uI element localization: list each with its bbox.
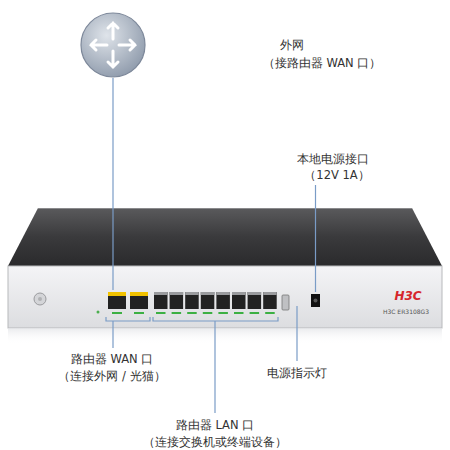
router-arrow <box>119 40 135 50</box>
port-led <box>265 312 275 314</box>
port <box>263 292 277 309</box>
device-front <box>8 266 442 328</box>
text-slot: 路由器 WAN 口 <box>71 352 154 366</box>
text-slot: 电源指示灯 <box>267 366 327 380</box>
port-led <box>250 312 260 314</box>
port-tag <box>108 292 126 296</box>
leader-line <box>315 185 316 292</box>
router-disc <box>81 13 145 77</box>
node-note: （接路由器 WAN 口） <box>263 56 382 70</box>
text-slot: （连接交换机或终端设备） <box>143 435 287 449</box>
wan-ports <box>108 292 148 314</box>
port-tag <box>263 292 277 295</box>
port-led <box>203 312 213 314</box>
port-tag <box>216 292 230 295</box>
bracket <box>106 317 150 321</box>
model-name: H3C ER3108G3 <box>383 308 429 316</box>
text-slot: （连接外网 / 光猫） <box>58 369 165 383</box>
port-tag <box>248 292 262 295</box>
port <box>170 292 184 309</box>
node-heading: 外网 <box>280 38 304 52</box>
port-led <box>187 312 197 314</box>
callout-label: 本地电源接口 <box>297 152 369 166</box>
port <box>216 292 230 309</box>
router-arrow <box>108 51 118 67</box>
port-tag <box>185 292 199 295</box>
leader-line <box>214 321 215 413</box>
callout-label: 路由器 WAN 口 <box>71 352 154 366</box>
lan-ports <box>154 292 277 314</box>
usb-port <box>282 295 289 310</box>
port <box>201 292 215 309</box>
port-tag <box>232 292 246 295</box>
device-edge <box>38 208 412 209</box>
screw <box>34 293 46 305</box>
led <box>97 311 100 314</box>
port-tag <box>170 292 184 295</box>
text-slot: 路由器 LAN 口 <box>176 418 254 432</box>
text-slot: 外网 <box>280 38 304 52</box>
text-slot: H3C ER3108G3 <box>383 308 429 316</box>
port-tag <box>154 292 168 295</box>
port-led <box>218 312 228 314</box>
port-led <box>112 312 122 314</box>
device-top <box>8 208 442 266</box>
port <box>248 292 262 309</box>
router-icon: 外网（接路由器 WAN 口） <box>80 12 146 78</box>
power-socket <box>311 294 320 307</box>
port-tag <box>201 292 215 295</box>
port <box>185 292 199 309</box>
port <box>108 292 126 309</box>
text-slot: 本地电源接口 <box>297 152 369 166</box>
port-led <box>172 312 182 314</box>
router-arrow <box>108 23 118 39</box>
leader-line <box>296 306 297 361</box>
port-led <box>234 312 244 314</box>
callout-note: （连接交换机或终端设备） <box>143 435 287 449</box>
port <box>232 292 246 309</box>
callout-label: 电源指示灯 <box>267 366 327 380</box>
port-led <box>156 312 166 314</box>
port <box>130 292 148 309</box>
router-arrow <box>91 40 107 50</box>
device-reflection <box>8 328 442 344</box>
leader-line <box>112 321 113 348</box>
leader-line <box>112 78 113 290</box>
callout-note: （12V 1A） <box>304 168 369 182</box>
text-slot: H3C <box>394 289 421 304</box>
router-symbol <box>80 12 146 78</box>
port-led <box>134 312 144 314</box>
port-tag <box>130 292 148 296</box>
screw <box>38 297 42 301</box>
text-slot: （接路由器 WAN 口） <box>263 56 382 70</box>
callout-label: 路由器 LAN 口 <box>176 418 254 432</box>
bracket <box>153 317 278 321</box>
port <box>154 292 168 309</box>
brand-logo: H3C <box>394 289 421 304</box>
callout-note: （连接外网 / 光猫） <box>58 369 165 383</box>
power-socket <box>314 299 318 303</box>
text-slot: （12V 1A） <box>304 168 369 182</box>
